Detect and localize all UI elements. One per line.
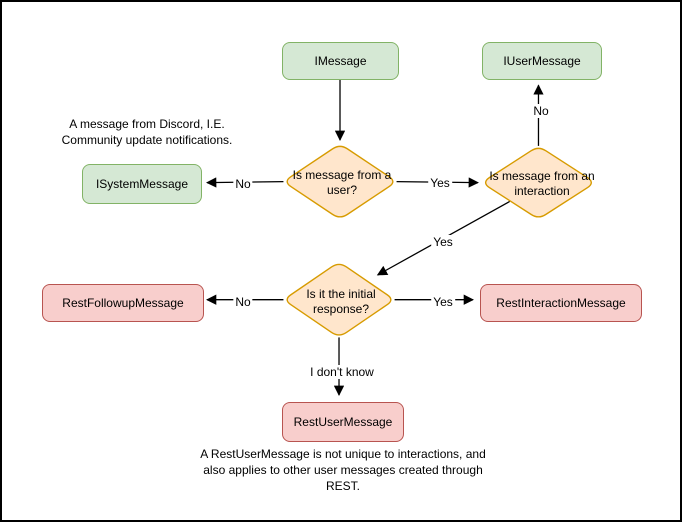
edge-label-user-yes: Yes — [428, 176, 452, 190]
edge-label-initial-unknown: I don't know — [308, 365, 376, 379]
node-iusermessage: IUserMessage — [482, 42, 602, 80]
node-restfollowupmessage-label: RestFollowupMessage — [62, 296, 184, 310]
node-isystemmessage-label: ISystemMessage — [95, 177, 189, 191]
decision-interaction-label: Is message from an interaction — [489, 169, 595, 198]
decision-user-diamond — [286, 145, 394, 218]
decision-initial-diamond — [286, 263, 392, 336]
node-restusermessage: RestUserMessage — [282, 402, 404, 442]
edge-label-user-no: No — [233, 177, 253, 191]
edge-label-initial-yes: Yes — [431, 295, 455, 309]
node-imessage-label: IMessage — [314, 54, 367, 68]
node-iusermessage-label: IUserMessage — [503, 54, 581, 68]
edge-label-initial-no: No — [233, 295, 253, 309]
decision-interaction-diamond — [484, 147, 592, 218]
node-restusermessage-label: RestUserMessage — [293, 415, 393, 429]
node-restinteractionmessage-label: RestInteractionMessage — [496, 296, 626, 310]
node-restinteractionmessage: RestInteractionMessage — [480, 284, 642, 322]
system-message-note: A message from Discord, I.E. Community u… — [61, 117, 233, 147]
decision-initial-label: Is it the initial response? — [306, 287, 376, 316]
node-isystemmessage: ISystemMessage — [82, 164, 202, 204]
decision-user-label: Is message from a user? — [292, 168, 392, 197]
node-imessage: IMessage — [282, 42, 399, 80]
edge-label-interaction-yes: Yes — [431, 235, 455, 249]
edge-label-interaction-no: No — [531, 104, 551, 118]
rest-user-message-note: A RestUserMessage is not unique to inter… — [200, 447, 486, 493]
node-restfollowupmessage: RestFollowupMessage — [42, 284, 204, 322]
